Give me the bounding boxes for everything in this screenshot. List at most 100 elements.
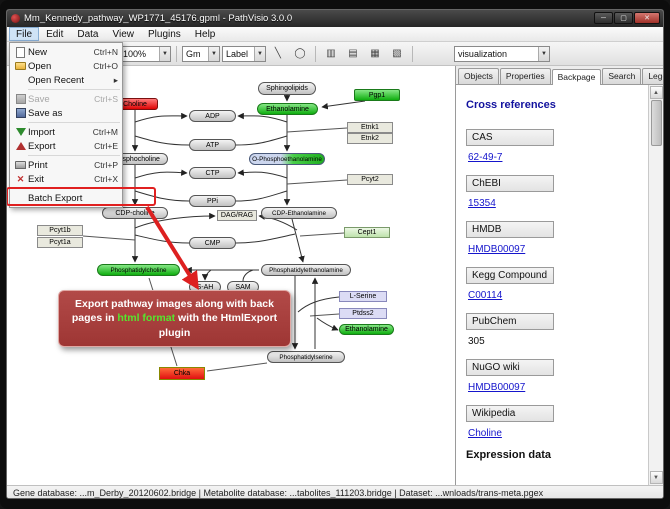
cross-references-heading: Cross references [466,99,556,111]
open-folder-icon [15,62,26,70]
node-dag[interactable]: DAG/RAG [217,210,257,221]
node-phosphatidylcholine[interactable]: Phosphatidylcholine [97,264,180,276]
file-menu-open[interactable]: Open Ctrl+O [10,59,122,73]
expression-data-heading: Expression data [466,449,551,461]
menu-data[interactable]: Data [77,28,99,40]
shape-tool-button[interactable]: ◯ [294,48,306,59]
tab-search[interactable]: Search [602,68,642,84]
chevron-down-icon: ▼ [253,46,265,61]
menu-plugins[interactable]: Plugins [147,28,181,40]
node-adp[interactable]: ADP [189,110,236,122]
menu-view[interactable]: View [112,28,134,40]
menu-edit[interactable]: Edit [46,28,64,40]
xref-link[interactable]: Choline [468,428,502,439]
align-horizontal-button[interactable]: ▥ [326,48,336,59]
align-vertical-button[interactable]: ▤ [348,48,358,59]
new-file-icon [16,46,25,58]
distribute-button[interactable]: ▦ [370,48,380,59]
file-menu-save[interactable]: Save Ctrl+S [10,92,122,106]
node-cdp-choline[interactable]: CDP-choline [102,207,168,219]
node-cdp-ethanolamine[interactable]: CDP-Ethanolamine [261,207,337,219]
minimize-button[interactable]: ─ [594,12,613,24]
file-menu-export[interactable]: Export Ctrl+E [10,139,122,153]
label-dropdown[interactable]: Label▼ [221,45,266,62]
node-etnk2[interactable]: Etnk2 [347,133,393,144]
node-atp[interactable]: ATP [189,139,236,151]
callout-text: Export pathway images along with back pa… [71,298,274,325]
node-cmp[interactable]: CMP [189,237,236,249]
node-choline[interactable]: Choline [112,98,158,110]
node-etnk1[interactable]: Etnk1 [347,122,393,133]
scrollbar-thumb[interactable] [650,100,662,146]
chevron-down-icon: ▼ [158,46,170,61]
save-disk-icon [15,94,26,104]
tab-properties[interactable]: Properties [499,68,551,84]
file-menu: New Ctrl+N Open Ctrl+O Open Recent ▸ Sav… [9,42,123,208]
node-phosphatidylethanolamine[interactable]: Phosphatidylethanolamine [261,264,351,276]
close-button[interactable]: ✕ [634,12,660,24]
zoom-dropdown[interactable]: 100%▼ [118,45,171,62]
menu-separator [28,188,120,189]
side-panel: Objects Properties Backpage Search Legen… [455,66,663,485]
line-tool-button[interactable]: ╲ [274,48,281,59]
file-menu-import[interactable]: Import Ctrl+M [10,125,122,139]
file-menu-save-as[interactable]: Save as [10,106,122,120]
xref-link[interactable]: 62-49-7 [468,152,503,163]
xref-source-label: Wikipedia [466,405,554,422]
save-as-disk-icon [15,108,26,118]
scroll-up-icon[interactable]: ▲ [649,86,663,99]
file-menu-open-recent[interactable]: Open Recent ▸ [28,74,118,86]
side-panel-tabs: Objects Properties Backpage Search Legen… [456,66,663,85]
xref-link[interactable]: C00114 [468,290,503,301]
node-ctp[interactable]: CTP [189,167,236,179]
scroll-down-icon[interactable]: ▼ [649,471,663,484]
node-l-serine[interactable]: L-Serine [339,291,387,302]
xref-section-nugo: NuGO wiki HMDB00097 [466,357,640,393]
export-icon [15,142,26,150]
node-pgp1[interactable]: Pgp1 [354,89,400,101]
xref-section-pubchem: PubChem 305 [466,311,640,347]
node-o-phosphoethanolamine[interactable]: O-Phosphoethanolamine [249,153,325,165]
callout-highlight: html format [117,312,176,325]
node-ethanolamine-right[interactable]: Ethanolamine [339,324,394,335]
file-menu-exit[interactable]: ✕ Exit Ctrl+X [16,173,118,185]
xref-link[interactable]: HMDB00097 [468,244,526,255]
tab-legend[interactable]: Legend [642,68,663,84]
node-phosphatidylserine[interactable]: Phosphatidylserine [267,351,345,363]
menu-separator [28,89,120,90]
file-menu-new[interactable]: New Ctrl+N [10,45,122,59]
maximize-button[interactable]: ▢ [614,12,633,24]
toolbar-separator [411,45,413,62]
node-chka-selected[interactable]: Chka [159,367,205,380]
exit-icon: ✕ [16,173,25,184]
file-menu-batch-export[interactable]: Batch Export [28,192,83,204]
xref-link[interactable]: 15354 [468,198,496,209]
menu-file[interactable]: File [9,27,40,41]
xref-section-hmdb: HMDB HMDB00097 [466,219,640,255]
tab-backpage[interactable]: Backpage [551,69,602,85]
status-text: Gene database: ...m_Derby_20120602.bridg… [13,488,544,498]
node-cept1[interactable]: Cept1 [344,227,390,238]
node-ptdss2[interactable]: Ptdss2 [339,308,387,319]
node-pcyt1a[interactable]: Pcyt1a [37,237,83,248]
printer-icon [15,161,26,169]
xref-source-label: PubChem [466,313,554,330]
tab-objects[interactable]: Objects [458,68,499,84]
node-sphingolipids[interactable]: Sphingolipids [258,82,316,95]
datanode-type-dropdown[interactable]: Gm▼ [181,45,220,62]
file-menu-print[interactable]: Print Ctrl+P [10,158,122,172]
menu-help[interactable]: Help [194,28,216,40]
pathvisio-window: Mm_Kennedy_pathway_WP1771_45176.gpml - P… [6,9,664,499]
xref-source-label: NuGO wiki [466,359,554,376]
node-pcyt1b[interactable]: Pcyt1b [37,225,83,236]
xref-link[interactable]: HMDB00097 [468,382,526,393]
node-pcyt2[interactable]: Pcyt2 [347,174,393,185]
status-bar: Gene database: ...m_Derby_20120602.bridg… [7,485,663,498]
import-icon [15,128,26,136]
node-ethanolamine-top[interactable]: Ethanolamine [257,103,318,115]
panel-scrollbar[interactable]: ▲ ▼ [648,85,663,485]
submenu-arrow-icon: ▸ [113,74,118,85]
node-ppi[interactable]: PPi [189,195,236,207]
stack-button[interactable]: ▧ [392,48,402,59]
visualization-dropdown[interactable]: visualization▼ [453,45,550,62]
